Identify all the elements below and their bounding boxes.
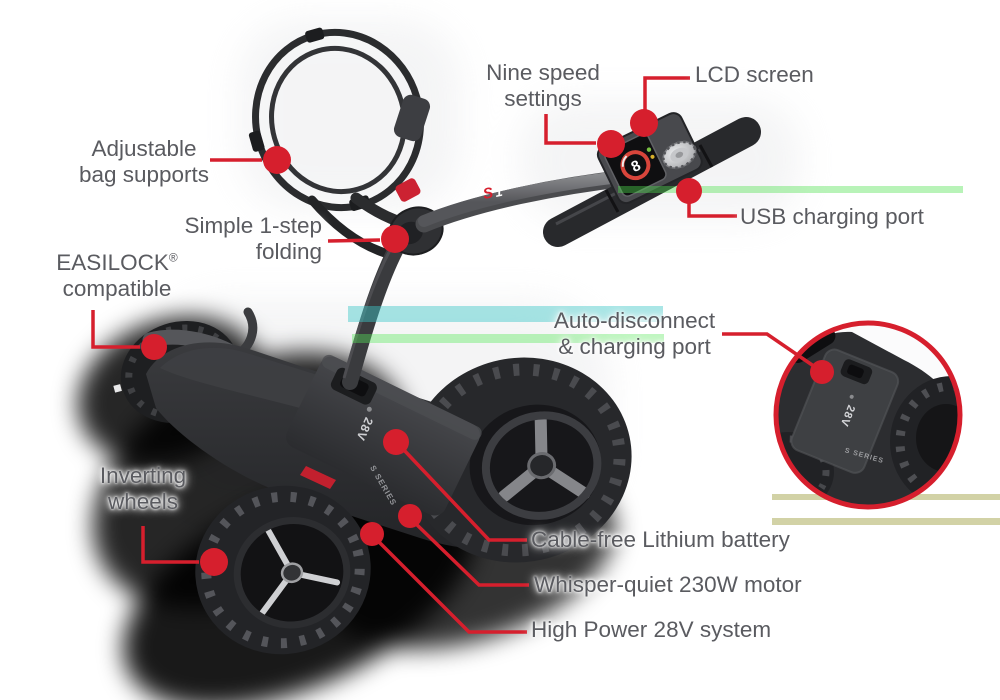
callout-dot-easilock: [141, 334, 167, 360]
callout-line: compatible: [62, 276, 172, 302]
callout-dot-auto-disconnect: [810, 360, 834, 384]
callout-dot-whisper-motor: [398, 504, 422, 528]
leader-lines: [91, 76, 819, 634]
battery-box: 28V S SERIES: [286, 354, 482, 516]
callout-label-easilock-compatible: EASILOCK® compatible: [42, 250, 192, 303]
callout-line: Adjustable: [91, 136, 197, 161]
handle-console: 8: [596, 112, 703, 205]
callout-label-nine-speed-settings: Nine speed settings: [468, 60, 618, 113]
leader-line-whisper-motor: [411, 519, 529, 587]
callout-line: folding: [255, 239, 322, 265]
callout-label-high-power: High Power 28V system: [531, 617, 771, 643]
leader-line-auto-disconnect: [722, 332, 819, 371]
callout-label-adjustable-bag-supports: Adjustable bag supports: [69, 136, 219, 189]
callout-dot-cable-free-battery: [383, 429, 409, 455]
callout-line: wheels: [107, 489, 179, 515]
inset-circle-border: [773, 320, 963, 510]
handle-assembly: 8: [543, 112, 761, 247]
leader-line-high-power: [376, 539, 527, 634]
easilock-text: EASILOCK: [56, 250, 169, 275]
leader-line-inverting-wheels: [141, 526, 199, 564]
leader-line-easilock: [91, 310, 140, 349]
callout-line: Whisper-quiet 230W motor: [534, 572, 802, 597]
red-accent-stripe: [300, 466, 336, 489]
callout-line: High Power 28V system: [531, 617, 772, 642]
callout-label-usb-charging-port: USB charging port: [740, 204, 924, 230]
callout-line: Inverting: [99, 463, 187, 488]
callout-line: Nine speed: [486, 60, 600, 85]
callout-label-inverting-wheels: Inverting wheels: [93, 463, 193, 516]
callout-line: Simple 1-step: [184, 213, 322, 238]
model-logo-s: S: [482, 184, 495, 203]
leader-line-usb-charging-port: [687, 200, 737, 218]
callout-line: Auto-disconnect: [553, 308, 716, 333]
callout-dot-nine-speed: [597, 130, 625, 158]
frame: S 1: [342, 169, 637, 390]
callout-line: Cable-free Lithium battery: [531, 527, 790, 552]
callout-label-simple-folding: Simple 1-step folding: [168, 213, 322, 266]
callout-line: & charging port: [558, 334, 711, 360]
callout-label-whisper-motor: Whisper-quiet 230W motor: [534, 572, 802, 598]
callout-dot-inverting-wheels: [200, 548, 228, 576]
bag-support-hoop: [248, 27, 431, 259]
callout-line: USB charging port: [740, 204, 924, 229]
callout-dots: [141, 109, 834, 576]
callout-label-lcd-screen: LCD screen: [695, 62, 814, 88]
callout-line: settings: [504, 86, 582, 112]
callout-dot-usb-charging-port: [676, 178, 702, 204]
callout-label-auto-disconnect: Auto-disconnect & charging port: [547, 308, 722, 361]
callout-line: EASILOCK®: [42, 250, 192, 276]
speed-dial: [661, 140, 698, 170]
callout-dot-adjustable-bag-supports: [263, 146, 291, 174]
detail-inset: 28V S SERIES: [773, 320, 963, 510]
callout-dot-lcd-screen: [630, 109, 658, 137]
registered-mark: ®: [168, 250, 178, 265]
leader-line-nine-speed: [544, 114, 596, 145]
red-release-clip: [395, 178, 421, 202]
callout-label-cable-free-battery: Cable-free Lithium battery: [531, 527, 790, 553]
leader-line-simple-folding: [327, 238, 381, 243]
callout-line: bag supports: [78, 162, 210, 188]
model-logo-1: 1: [494, 184, 504, 200]
callout-dot-simple-folding: [381, 225, 409, 253]
front-left-wheel: [195, 485, 371, 655]
callout-line: LCD screen: [695, 62, 814, 87]
leader-line-cable-free-battery: [401, 447, 527, 542]
leader-line-lcd-screen: [643, 76, 690, 110]
callout-dot-high-power: [360, 522, 384, 546]
